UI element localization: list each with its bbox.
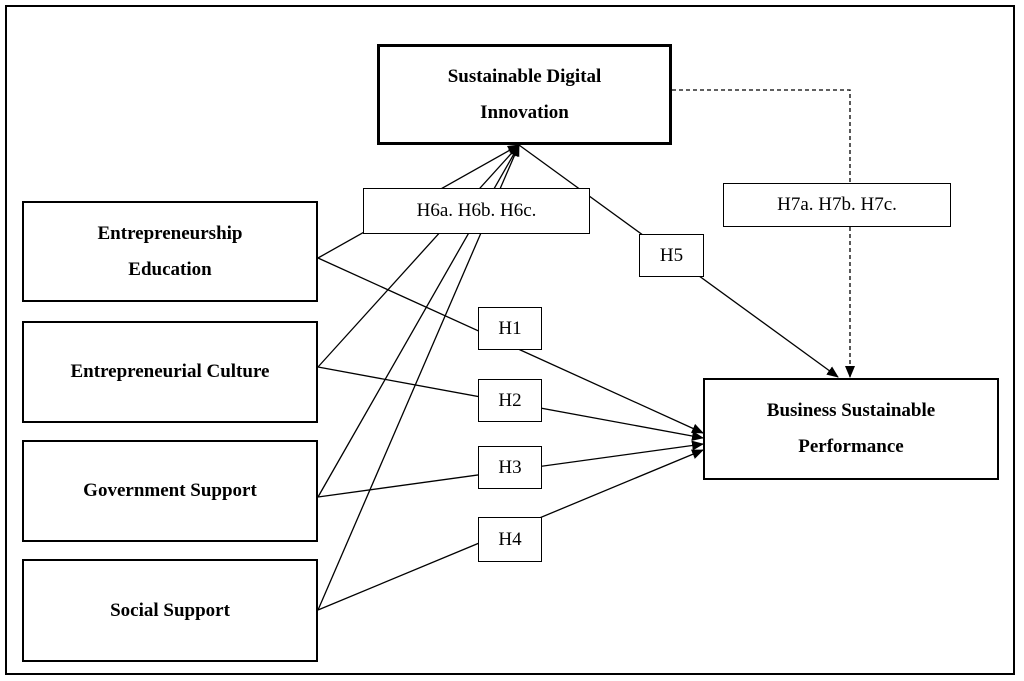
hypothesis-h5-label: H5 — [639, 234, 704, 277]
edge-mediation-dashed — [672, 89, 855, 378]
hypothesis-h2-label: H2 — [478, 379, 542, 422]
node-sustainable-digital-innovation: Sustainable Digital Innovation — [377, 44, 672, 145]
node-entrepreneurial-culture: Entrepreneurial Culture — [22, 321, 318, 423]
edge-ec-to-sdi — [317, 144, 520, 368]
node-government-support: Government Support — [22, 440, 318, 542]
hypothesis-h1-label: H1 — [478, 307, 542, 350]
node-business-sustainable-performance: Business Sustainable Performance — [703, 378, 999, 480]
node-entrepreneurship-education: Entrepreneurship Education — [22, 201, 318, 302]
hypothesis-h4-label: H4 — [478, 517, 542, 562]
hypothesis-h6-label: H6a. H6b. H6c. — [363, 188, 590, 234]
hypothesis-h7-label: H7a. H7b. H7c. — [723, 183, 951, 227]
node-label: Entrepreneurship Education — [97, 222, 243, 280]
diagram-frame — [5, 5, 1015, 675]
node-label: Sustainable Digital Innovation — [447, 65, 602, 123]
hypothesis-h3-label: H3 — [478, 446, 542, 489]
node-label: Government Support — [83, 480, 257, 501]
node-social-support: Social Support — [22, 559, 318, 662]
node-label: Business Sustainable Performance — [766, 400, 936, 457]
node-label: Social Support — [110, 599, 230, 621]
node-label: Entrepreneurial Culture — [70, 361, 270, 382]
